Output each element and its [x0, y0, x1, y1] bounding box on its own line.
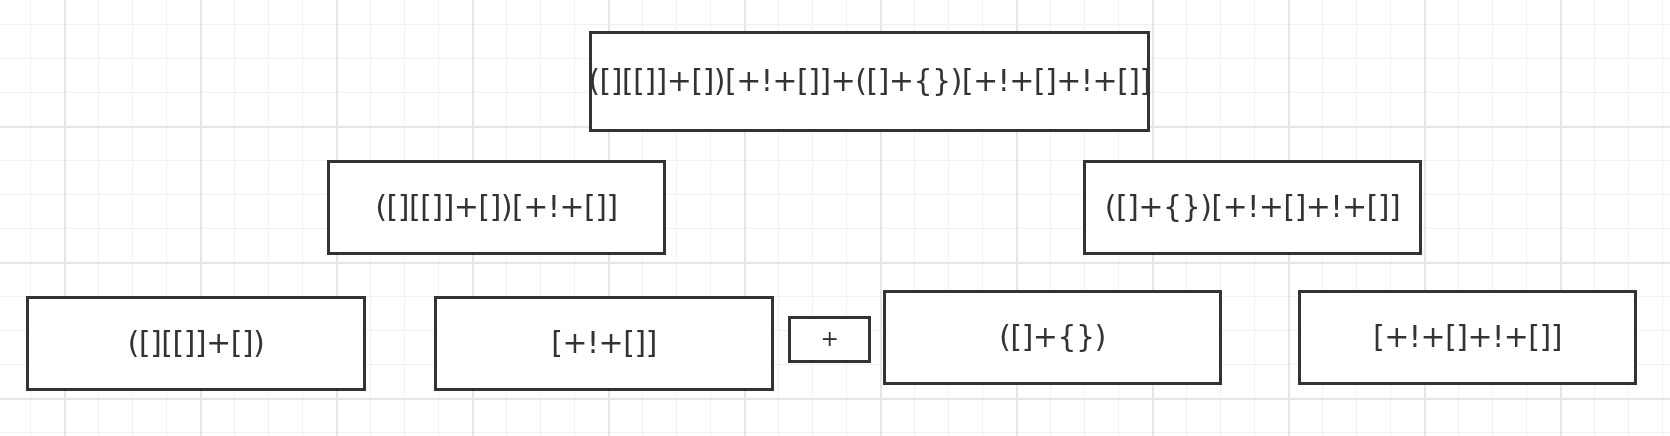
- node-left-label: ([][[]]+[])[+!+[]]: [375, 190, 618, 225]
- node-right-right-expression[interactable]: [+!+[]+!+[]]: [1298, 290, 1637, 385]
- node-root-expression[interactable]: ([][[]]+[])[+!+[]]+([]+{})[+!+[]+!+[]]: [588, 31, 1151, 132]
- node-operator-label: +: [820, 327, 839, 352]
- node-right-left-expression[interactable]: ([]+{}): [883, 290, 1222, 385]
- node-right-expression[interactable]: ([]+{})[+!+[]+!+[]]: [1083, 160, 1422, 255]
- node-right-left-label: ([]+{}): [999, 320, 1106, 355]
- node-left-left-expression[interactable]: ([][[]]+[]): [26, 296, 366, 391]
- node-right-right-label: [+!+[]+!+[]]: [1373, 320, 1562, 355]
- node-left-right-expression[interactable]: [+!+[]]: [434, 296, 774, 391]
- node-right-label: ([]+{})[+!+[]+!+[]]: [1104, 190, 1401, 225]
- node-plus-operator[interactable]: +: [788, 316, 871, 363]
- node-left-right-label: [+!+[]]: [551, 326, 657, 361]
- node-left-expression[interactable]: ([][[]]+[])[+!+[]]: [327, 160, 666, 255]
- node-left-left-label: ([][[]]+[]): [127, 326, 265, 361]
- node-root-label: ([][[]]+[])[+!+[]]+([]+{})[+!+[]+!+[]]: [588, 64, 1151, 99]
